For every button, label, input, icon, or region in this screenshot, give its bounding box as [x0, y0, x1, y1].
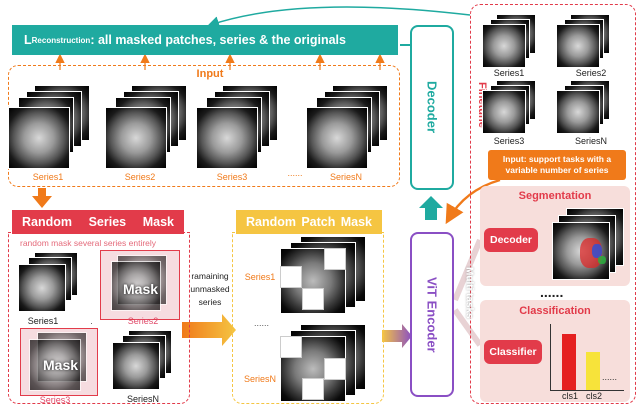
- input-label: Input: [196, 68, 224, 80]
- patch-dots-mid: ......: [316, 318, 332, 328]
- classifier-block: Classifier: [484, 340, 542, 364]
- input-series-3-stack: [196, 85, 286, 169]
- mask-series-2-label: Series2: [127, 316, 159, 326]
- mask-series-3-stack: Mask: [20, 328, 98, 396]
- vit-up-arrow: [419, 196, 443, 220]
- patch-to-vit-arrow: [382, 324, 412, 348]
- finetune-series-1-label: Series1: [493, 68, 525, 78]
- cls1-label: cls1: [561, 391, 578, 401]
- input-series-2-stack: [105, 85, 195, 169]
- finetune-to-vit-arrow: [445, 178, 501, 225]
- patch-mask-word-2: Patch: [301, 215, 336, 229]
- input-series-n-label: SeriesN: [329, 172, 362, 182]
- input-series-2-label: Series2: [124, 172, 156, 182]
- cls2-bar: [586, 352, 600, 390]
- input-down-arrow: [32, 188, 52, 208]
- random-series-mask-panel: [8, 232, 190, 404]
- mask-series-2-stack: Mask: [100, 250, 180, 320]
- segmentation-overlay-green: [598, 256, 606, 264]
- patch-dots-left: ......: [254, 318, 270, 328]
- classification-chart: ...... cls1 cls2: [548, 320, 628, 401]
- mask-series-3-mask-label: Mask: [43, 357, 79, 373]
- mask-dots: ·: [90, 318, 93, 328]
- remaining-line-3: series: [198, 297, 222, 307]
- finetune-series-3-label: Series3: [493, 136, 525, 146]
- top-return-arrow: [207, 6, 471, 28]
- finetune-series-n-stack: [556, 80, 612, 136]
- segmentation-overlay-blue: [592, 244, 602, 258]
- segmentation-title: Segmentation: [518, 190, 592, 202]
- remaining-line-1: ramaining: [191, 271, 229, 281]
- multi-task-branches: [452, 238, 483, 347]
- patch-series-n-label: SeriesN: [243, 374, 276, 384]
- finetune-series-2-stack: [556, 14, 612, 70]
- decoder-label: Decoder: [424, 81, 440, 134]
- mask-series-1-label: Series1: [27, 316, 59, 326]
- remaining-line-2: unmasked: [190, 284, 230, 294]
- vit-encoder-label: ViT Encoder: [424, 276, 440, 353]
- input-series-n-stack: [306, 85, 396, 169]
- between-tasks-dots: ......: [540, 284, 564, 300]
- reconstruction-loss-symbol: L: [24, 33, 32, 47]
- cls2-label: cls2: [585, 391, 602, 401]
- series-mask-word-1: Random: [22, 215, 72, 229]
- mask-series-2-mask-label: Mask: [123, 281, 159, 297]
- finetune-series-n-label: SeriesN: [574, 136, 607, 146]
- classification-dots: ......: [602, 372, 618, 382]
- finetune-series-2-label: Series2: [575, 68, 607, 78]
- input-dots: ......: [287, 168, 303, 178]
- input-series-3-label: Series3: [216, 172, 248, 182]
- segmentation-output-stack: [552, 208, 626, 284]
- patch-series-1-label: Series1: [244, 272, 276, 282]
- patch-mask-word-3: Mask: [340, 215, 372, 229]
- mask-series-n-stack: [112, 330, 174, 392]
- random-patch-mask-header: Random Patch Mask: [236, 210, 382, 234]
- classification-x-axis: [550, 390, 624, 391]
- mask-series-3-label: Series3: [39, 395, 71, 405]
- input-series-1-label: Series1: [32, 172, 64, 182]
- reconstruction-text: : all masked patches, series & the origi…: [90, 33, 346, 47]
- input-up-arrows: [55, 53, 385, 70]
- segmentation-decoder-block: Decoder: [484, 228, 538, 252]
- patch-mask-word-1: Random: [246, 215, 296, 229]
- patch-series-n-stack: [276, 324, 376, 404]
- reconstruction-loss-subscript: Reconstruction: [31, 35, 91, 45]
- remaining-text: ramaining unmasked series: [186, 270, 234, 309]
- series-mask-subtitle: random mask several series entirely: [20, 238, 157, 248]
- mask-series-n-label: SeriesN: [126, 394, 159, 404]
- input-series-1-stack: [8, 85, 98, 169]
- decoder-bar: Decoder: [410, 25, 454, 190]
- classification-title: Classification: [519, 305, 591, 317]
- patch-series-1-stack: [276, 236, 376, 316]
- finetune-note-text: Input: support tasks with a variable num…: [502, 154, 612, 175]
- finetune-note: Input: support tasks with a variable num…: [488, 150, 626, 180]
- vit-encoder-bar: ViT Encoder: [410, 232, 454, 397]
- remaining-arrow: [182, 314, 236, 346]
- classification-y-axis: [550, 324, 551, 390]
- random-patch-mask-panel: [232, 232, 384, 404]
- finetune-series-3-stack: [482, 80, 538, 136]
- cls1-bar: [562, 334, 576, 390]
- series-mask-word-2: Series: [88, 215, 127, 229]
- random-series-mask-header: Random Series Mask: [12, 210, 184, 234]
- finetune-panel: [470, 4, 636, 404]
- finetune-series-1-stack: [482, 14, 538, 70]
- multi-tasks-label: Multi tasks: [463, 267, 475, 319]
- series-mask-word-3: Mask: [142, 215, 174, 229]
- mask-series-1-stack: [18, 252, 80, 314]
